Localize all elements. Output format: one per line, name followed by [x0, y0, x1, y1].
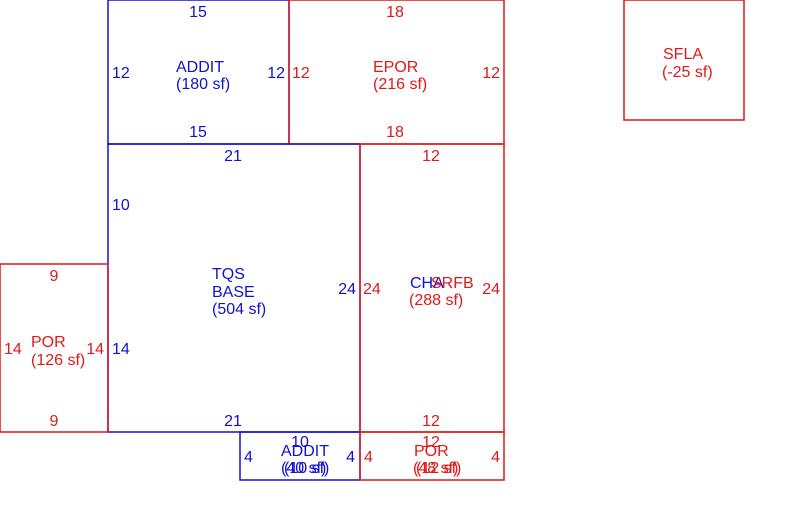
sfla-box[interactable]: SFLA (-25 sf)	[623, 0, 745, 121]
por-left-dim-right: 14	[86, 341, 104, 358]
sfla-outline	[623, 0, 745, 121]
srfb-label: SRFB	[431, 275, 474, 292]
cha-srfb-dim-bottom: 12	[422, 413, 440, 430]
por-left-dim-top: 9	[50, 268, 59, 285]
epor-dim-bottom: 18	[386, 124, 404, 141]
tqs-base-label-line2: BASE	[212, 284, 255, 301]
epor-dim-right: 12	[482, 65, 500, 82]
por-bottom-area-a: (48 sf)	[413, 460, 458, 477]
tqs-base-dim-bottom: 21	[224, 413, 242, 430]
epor-label: EPOR	[373, 59, 418, 76]
por-bottom-area-b: (12 sf)	[416, 460, 461, 477]
por-bottom-room[interactable]: 12 4 4 POR (48 sf) (12 sf)	[359, 431, 505, 481]
tqs-base-room[interactable]: 21 21 10 14 24 TQS BASE (504 sf)	[107, 143, 361, 433]
sfla-label: SFLA	[663, 46, 703, 63]
addit-bottom-dim-left: 4	[244, 449, 253, 466]
epor-room[interactable]: 18 18 12 12 EPOR (216 sf)	[288, 0, 505, 145]
addit-bottom-area-b: (10 sf)	[284, 460, 329, 477]
cha-srfb-dim-top: 12	[422, 148, 440, 165]
epor-dim-top: 18	[386, 4, 404, 21]
tqs-base-dim-left: 10	[112, 197, 130, 214]
tqs-base-dim-right: 24	[338, 281, 356, 298]
por-left-outline	[0, 263, 109, 433]
addit-top-dim-bottom: 15	[189, 124, 207, 141]
cha-srfb-area: (288 sf)	[409, 292, 463, 309]
tqs-base-dim-top: 21	[224, 148, 242, 165]
por-left-area: (126 sf)	[31, 352, 85, 369]
tqs-base-dim-left-lower: 14	[112, 341, 130, 358]
addit-top-dim-right: 12	[267, 65, 285, 82]
epor-dim-left: 12	[292, 65, 310, 82]
addit-top-dim-top: 15	[189, 4, 207, 21]
sfla-area: (-25 sf)	[662, 64, 713, 81]
por-left-dim-left: 14	[4, 341, 22, 358]
epor-area: (216 sf)	[373, 76, 427, 93]
addit-top-room[interactable]: 15 15 12 12 ADDIT (180 sf)	[107, 0, 290, 145]
por-bottom-dim-right: 4	[491, 449, 500, 466]
addit-bottom-label: ADDIT	[281, 443, 329, 460]
por-left-room[interactable]: 9 9 14 14 POR (126 sf)	[0, 263, 109, 433]
addit-top-area: (180 sf)	[176, 76, 230, 93]
por-bottom-dim-left: 4	[364, 449, 373, 466]
por-bottom-dim-top: 12	[422, 434, 440, 451]
addit-bottom-area-a: (40 sf)	[281, 460, 326, 477]
cha-srfb-dim-left: 24	[363, 281, 381, 298]
cha-label: CHA	[410, 275, 444, 292]
addit-bottom-dim-right: 4	[346, 449, 355, 466]
cha-srfb-room[interactable]: 12 12 24 24 CHA SRFB (288 sf)	[359, 143, 505, 433]
addit-bottom-dim-top: 10	[291, 434, 309, 451]
tqs-base-area: (504 sf)	[212, 301, 266, 318]
por-left-dim-bottom: 9	[50, 413, 59, 430]
addit-top-label: ADDIT	[176, 59, 224, 76]
addit-bottom-room[interactable]: 10 4 4 ADDIT (40 sf) (10 sf)	[239, 431, 361, 481]
por-left-label: POR	[31, 334, 66, 351]
tqs-base-label-line1: TQS	[212, 266, 245, 283]
por-bottom-label: POR	[414, 443, 449, 460]
addit-top-dim-left: 12	[112, 65, 130, 82]
por-bottom-outline	[359, 431, 505, 481]
cha-srfb-dim-right: 24	[482, 281, 500, 298]
